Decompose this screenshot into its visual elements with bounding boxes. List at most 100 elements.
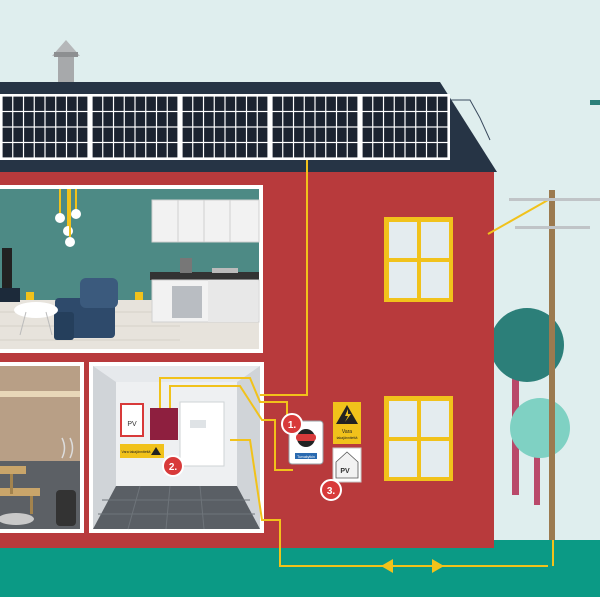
solar-cell	[304, 112, 315, 127]
solar-cell	[225, 127, 236, 142]
inside-warning-text: Vara takajännitettä	[122, 450, 151, 454]
marker-2: 2.	[162, 455, 184, 477]
solar-cell	[373, 127, 383, 142]
solar-cell	[437, 143, 448, 158]
solar-cell	[103, 143, 113, 158]
solar-cell	[416, 127, 426, 142]
technical-room: PV Vara takajännitettä	[89, 362, 264, 533]
solar-cell	[257, 143, 268, 158]
pv-label: PV	[340, 468, 350, 475]
solar-cell	[347, 112, 358, 127]
solar-cell	[167, 96, 178, 111]
switch-label: Turvakytkin	[297, 455, 315, 459]
solar-cell	[236, 112, 246, 127]
solar-cell	[167, 112, 178, 127]
solar-cell	[77, 143, 88, 158]
marker-1-text: 1.	[288, 420, 297, 431]
solar-cell	[373, 112, 383, 127]
solar-cell	[45, 96, 56, 111]
solar-cell	[283, 127, 293, 142]
solar-cell	[34, 127, 45, 142]
speaker	[2, 248, 12, 290]
solar-cell	[427, 112, 437, 127]
solar-cell	[283, 143, 293, 158]
ground	[0, 540, 600, 597]
solar-cell	[67, 127, 77, 142]
solar-cell	[283, 112, 293, 127]
solar-cell	[77, 112, 88, 127]
coffee-table	[14, 302, 58, 318]
solar-cell	[384, 127, 394, 142]
solar-cell	[337, 143, 347, 158]
solar-cell	[257, 96, 268, 111]
pendant-lamps	[55, 189, 81, 247]
solar-cell	[225, 112, 236, 127]
pv-label-inside: PV	[127, 421, 137, 428]
solar-cell	[92, 96, 103, 111]
solar-cell	[103, 112, 113, 127]
solar-cell	[394, 143, 405, 158]
solar-cell	[124, 143, 135, 158]
solar-cell	[24, 112, 34, 127]
solar-cell	[34, 112, 45, 127]
solar-cell	[304, 127, 315, 142]
solar-cell	[146, 143, 156, 158]
solar-cell	[362, 127, 373, 142]
solar-cell	[45, 112, 56, 127]
warning-subtitle: takajännitettä	[337, 436, 358, 440]
solar-cell	[294, 143, 304, 158]
solar-cell	[135, 127, 146, 142]
solar-cell	[225, 96, 236, 111]
solar-cell	[13, 143, 23, 158]
window-upper	[384, 217, 453, 302]
solar-cell	[294, 112, 304, 127]
solar-cell	[384, 143, 394, 158]
solar-cell	[34, 96, 45, 111]
marker-2-text: 2.	[169, 462, 178, 473]
solar-cell	[135, 96, 146, 111]
solar-cell	[337, 127, 347, 142]
solar-cell	[347, 127, 358, 142]
solar-cell	[146, 127, 156, 142]
solar-cell	[384, 112, 394, 127]
solar-cell	[182, 143, 193, 158]
solar-cell	[214, 143, 225, 158]
solar-cell	[272, 96, 283, 111]
solar-cell	[247, 96, 257, 111]
solar-cell	[146, 112, 156, 127]
solar-cell	[394, 112, 405, 127]
arrow-left-icon	[381, 559, 393, 573]
solar-cell	[193, 143, 203, 158]
solar-cell	[337, 112, 347, 127]
solar-cell	[24, 127, 34, 142]
solar-cell	[304, 96, 315, 111]
solar-cell	[427, 143, 437, 158]
pv-sign: PV	[332, 447, 362, 483]
solar-cell	[326, 96, 336, 111]
warning-sign: Vara takajännitettä	[333, 402, 361, 444]
solar-cell	[272, 127, 283, 142]
solar-cell	[416, 96, 426, 111]
solar-cell	[204, 127, 214, 142]
solar-cell	[315, 127, 326, 142]
solar-cell	[362, 112, 373, 127]
solar-cell	[114, 143, 124, 158]
solar-cell	[347, 143, 358, 158]
solar-cell	[77, 96, 88, 111]
solar-cell	[214, 96, 225, 111]
solar-cell	[103, 96, 113, 111]
solar-cell	[157, 143, 167, 158]
solar-cell	[77, 127, 88, 142]
solar-cell	[225, 143, 236, 158]
solar-cell	[337, 96, 347, 111]
solar-cell	[204, 96, 214, 111]
solar-cell	[193, 127, 203, 142]
window-lower	[384, 396, 453, 481]
solar-cell	[214, 112, 225, 127]
solar-cell	[437, 112, 448, 127]
solar-cell	[146, 96, 156, 111]
solar-cell	[124, 96, 135, 111]
solar-cell	[45, 127, 56, 142]
solar-cell	[362, 96, 373, 111]
solar-cell	[2, 112, 13, 127]
